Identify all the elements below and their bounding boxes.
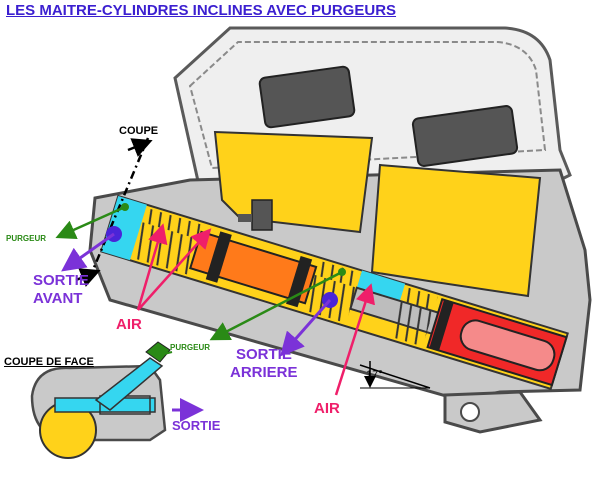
mounting-lug [443,390,543,434]
diaphragm-rear [411,105,519,167]
page-title: LES MAITRE-CYLINDRES INCLINES AVEC PURGE… [6,2,397,19]
sortie-avant-label-1: SORTIE [33,272,89,289]
sortie-arriere-label-2: ARRIERE [230,364,298,381]
sortie-avant-arrow [61,232,115,272]
purgeur-label-front: PURGEUR [6,234,47,243]
air-arrow-rear [334,283,375,396]
front-chamber-air [101,195,147,261]
front-section-inset [30,341,173,459]
sortie-arriere-label-1: SORTIE [236,346,292,363]
air-label-front: AIR [116,316,142,333]
sortie-inset-label: SORTIE [172,418,221,433]
air-label-rear: AIR [314,400,340,417]
sortie-avant-label-2: AVANT [33,290,83,307]
air-arrow-front [136,223,168,311]
air-arrow-front-2 [137,228,212,311]
diaphragm-front [258,65,356,129]
purgeur-label-inset: PURGEUR [170,343,211,352]
purgeur-arrow-front [55,205,126,240]
angle-label: 17° [366,369,383,381]
sortie-arriere-arrow [280,299,332,357]
coupe-de-face-label: COUPE DE FACE [4,356,94,368]
coupe-label: COUPE [119,125,159,137]
purgeur-arrow-rear [209,270,343,341]
reservoir-rear [370,163,542,298]
middle-spring [302,260,362,324]
rear-spring [389,286,438,347]
